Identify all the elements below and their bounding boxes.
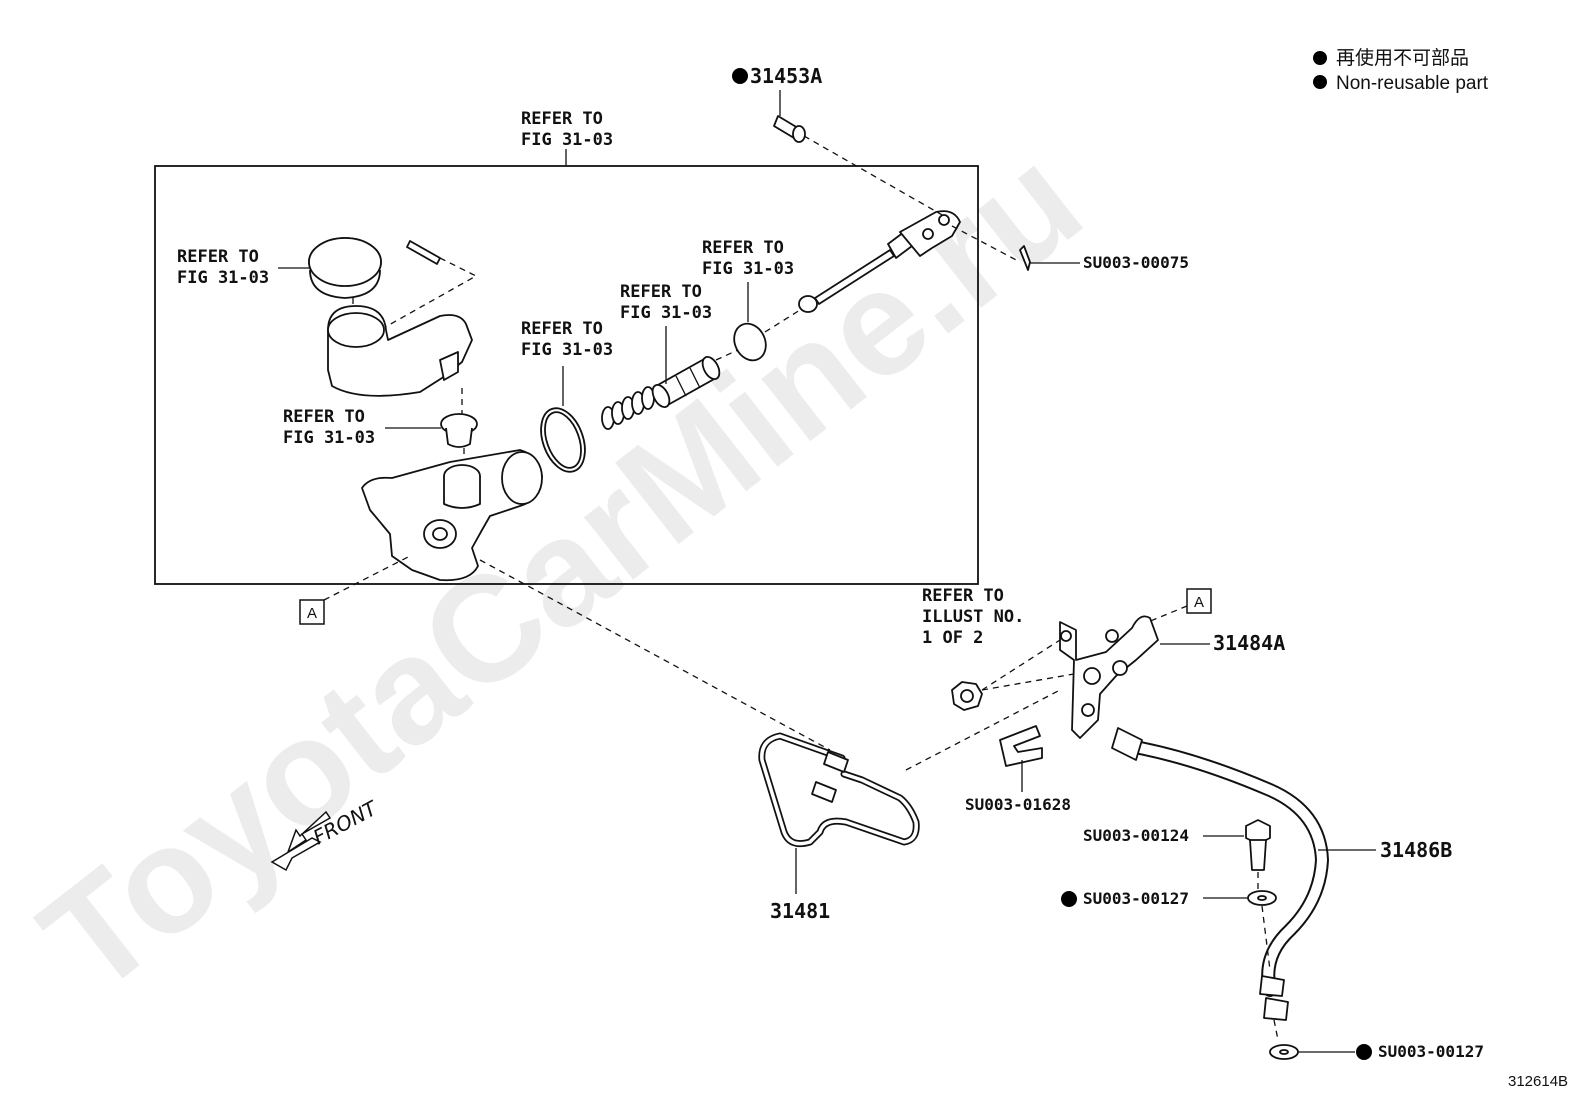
part-number-31486b: 31486B [1380,838,1452,862]
part-number-su003-01628: SU003-01628 [965,795,1071,814]
legend-en: Non-reusable part [1336,73,1489,94]
refer-fig-top-line1: REFER TO [521,109,603,129]
non-reusable-marker-icon [732,68,748,84]
clevis-pin [773,115,806,143]
piston [651,356,721,408]
legend-jp: 再使用不可部品 [1336,47,1469,69]
part-number-31484a: 31484A [1213,631,1285,655]
o-ring [540,407,586,473]
refer-illust-line3: 1 OF 2 [922,628,983,648]
diagram-id: 312614B [1508,1073,1568,1090]
grommet [440,413,478,448]
connector-tag-a-right-label: A [1194,594,1204,611]
part-number-su003-00127-upper: SU003-00127 [1083,889,1189,908]
reservoir-body [327,305,473,397]
legend: 再使用不可部品 Non-reusable part [1313,47,1489,94]
master-cylinder-body [361,449,543,582]
clutch-pipe [758,732,920,848]
refer-fig-piston-line2: FIG 31-03 [620,303,712,323]
spring-clip [999,725,1043,767]
refer-fig-cap-line1: REFER TO [177,247,259,267]
refer-fig-top-line2: FIG 31-03 [521,130,613,150]
connector-tag-a-right [1186,588,1212,614]
snap-ring [733,322,767,362]
refer-fig-snapring-line2: FIG 31-03 [702,259,794,279]
legend-bullet-icon [1313,51,1327,65]
reservoir-pin [406,240,441,265]
clip [1019,245,1031,271]
refer-fig-grommet-line1: REFER TO [283,407,365,427]
refer-fig-snapring-line1: REFER TO [702,238,784,258]
part-number-su003-00127-lower: SU003-00127 [1378,1042,1484,1061]
non-reusable-marker-icon [1061,891,1077,907]
bolt [1245,819,1271,871]
push-rod [798,210,961,313]
refer-fig-cap-line2: FIG 31-03 [177,268,269,288]
clutch-hose [1111,727,1330,1021]
refer-fig-piston-line1: REFER TO [620,282,702,302]
refer-illust-line1: REFER TO [922,586,1004,606]
refer-fig-oring-line1: REFER TO [521,319,603,339]
refer-fig-grommet-line2: FIG 31-03 [283,428,375,448]
part-number-31481: 31481 [770,899,830,923]
connector-tag-a-left [299,599,325,625]
part-number-su003-00124: SU003-00124 [1083,826,1189,845]
gasket-washer-upper [1247,890,1277,906]
gasket-washer-lower [1269,1044,1299,1060]
bracket [1059,615,1159,739]
legend-bullet-icon [1313,75,1327,89]
reservoir-cap [308,237,382,299]
non-reusable-marker-icon [1356,1044,1372,1060]
spring [601,386,655,430]
refer-fig-oring-line2: FIG 31-03 [521,340,613,360]
connector-tag-a-left-label: A [307,605,317,622]
part-number-su003-00075: SU003-00075 [1083,253,1189,272]
front-arrow-icon [270,810,332,872]
flange-nut [951,681,983,711]
part-number-31453a: 31453A [750,64,822,88]
refer-illust-line2: ILLUST NO. [922,607,1024,627]
